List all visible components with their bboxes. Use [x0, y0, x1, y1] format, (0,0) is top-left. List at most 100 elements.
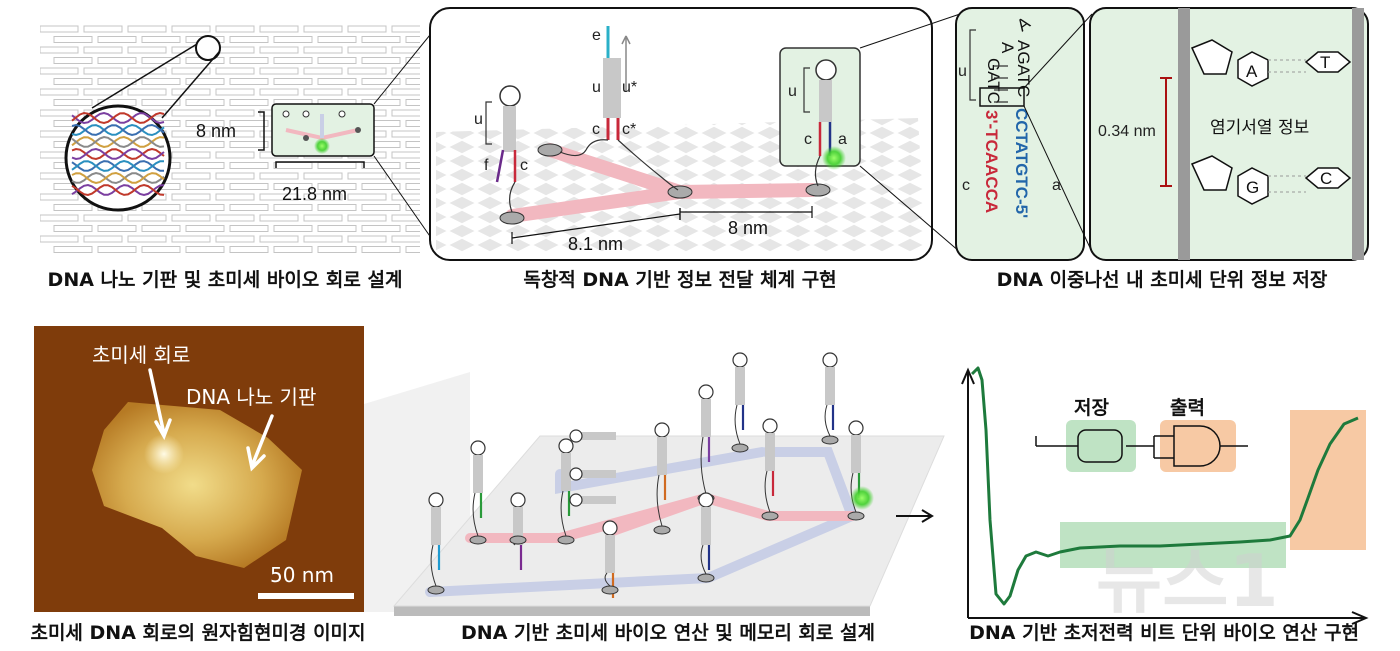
- afm-arrow-circuit: [148, 368, 172, 441]
- origami-strand: [53, 225, 93, 232]
- hairpin-loop: [822, 352, 838, 368]
- hairpin-left: [485, 85, 521, 213]
- helix-strand: [71, 147, 165, 161]
- origami-strand: [127, 88, 167, 96]
- caption-origami: DNA 나노 기판 및 초미세 바이오 회로 설계: [48, 269, 403, 291]
- branch-loop: [569, 429, 583, 443]
- origami-strand: [83, 25, 123, 33]
- origami-strand: [347, 46, 387, 54]
- origami-strand: [141, 57, 181, 64]
- origami-strand: [229, 36, 269, 43]
- inset-node: [302, 110, 310, 118]
- caption-helix: DNA 이중나선 내 초미세 단위 정보 저장: [997, 269, 1328, 291]
- hairpin-stem: [851, 435, 861, 473]
- afm-arrow-substrate: [246, 414, 274, 472]
- base-pair-bottom: [1190, 155, 1352, 205]
- distance-label-b: 8 nm: [728, 218, 768, 238]
- origami-strand: [215, 25, 255, 33]
- origami-strand: [185, 183, 225, 190]
- origami-strand: [185, 204, 225, 211]
- origami-strand: [391, 46, 420, 54]
- origami-strand: [405, 120, 420, 127]
- origami-strand: [171, 151, 211, 159]
- signal-trace: [970, 366, 1359, 606]
- origami-strand: [259, 25, 299, 33]
- panel-circuit: DNA 기반 초미세 바이오 연산 및 메모리 회로 설계: [392, 352, 945, 644]
- hairpin-linker: [764, 470, 771, 513]
- distance-marker-b: [679, 206, 813, 220]
- panel-relay: e u u* c c* u f c u c a 8.1 nm 8 nm 독창적 …: [429, 7, 961, 291]
- origami-strand: [361, 204, 401, 211]
- label-u: u: [958, 63, 967, 80]
- origami-strand: [391, 25, 420, 33]
- origami-strand: [171, 88, 211, 96]
- origami-strand: [83, 46, 123, 54]
- origami-strand: [40, 214, 79, 222]
- width-bracket: [275, 161, 365, 168]
- origami-strand: [141, 204, 181, 211]
- zoom-line-right: [161, 51, 220, 119]
- origami-strand: [259, 235, 299, 243]
- origami-strand: [391, 193, 420, 201]
- origami-strand: [215, 214, 255, 222]
- origami-strand: [97, 78, 137, 85]
- helix-strand: [71, 183, 165, 197]
- origami-strand: [171, 214, 211, 222]
- origami-strand: [317, 162, 357, 169]
- helix-bundle-strands: [71, 111, 165, 197]
- origami-strand: [259, 193, 299, 201]
- origami-strand: [40, 235, 79, 243]
- watermark: 뉴스1: [1096, 539, 1279, 623]
- origami-strand: [347, 235, 387, 243]
- hairpin-stem: [765, 433, 775, 471]
- origami-strand: [97, 57, 137, 64]
- loop-left: A: [998, 42, 1017, 54]
- origami-strand: [303, 193, 343, 201]
- origami-strand: [391, 130, 420, 138]
- inset-to-bases-line: [1023, 105, 1093, 253]
- origami-strand: [273, 57, 313, 64]
- panel-trace: 저장 출력 DNA 기반 초저전력 비트 단위 바이오 연산 구현: [961, 366, 1369, 644]
- origami-strand: [259, 172, 299, 180]
- hairpin-linker: [560, 490, 567, 537]
- origami-strand: [53, 99, 93, 106]
- hairpin-anchor: [653, 525, 671, 535]
- origami-strand: [317, 225, 357, 232]
- inset-to-bases-line: [1023, 13, 1093, 89]
- hairpin-loop: [732, 352, 748, 368]
- origami-strand: [361, 78, 401, 85]
- caption-afm: 초미세 DNA 회로의 원자힘현미경 이미지: [30, 622, 365, 644]
- hairpin-anchor: [821, 435, 839, 445]
- origami-strand: [127, 25, 167, 33]
- helix-strand: [71, 135, 165, 149]
- origami-strand: [83, 67, 123, 75]
- origami-strand: [40, 193, 79, 201]
- caption-relay: 독창적 DNA 기반 정보 전달 체계 구현: [523, 269, 836, 291]
- origami-strand: [215, 130, 255, 138]
- origami-strand: [215, 193, 255, 201]
- origami-strand: [141, 36, 181, 43]
- helix-strand: [71, 183, 165, 197]
- origami-strand: [53, 78, 93, 85]
- origami-strand: [215, 67, 255, 75]
- origami-strand: [185, 162, 225, 169]
- origami-strand: [97, 246, 137, 253]
- hairpin-right: [803, 59, 846, 187]
- origami-strand: [40, 46, 79, 54]
- helix-strand: [71, 160, 164, 173]
- hairpin-anchor: [557, 535, 575, 545]
- origami-strand: [53, 57, 93, 64]
- origami-strand: [229, 57, 269, 64]
- hairpin-stem: [561, 453, 571, 491]
- inset-glow: [314, 138, 330, 154]
- domain-label-u-left: u: [474, 111, 483, 128]
- hairpin-linker: [700, 436, 707, 495]
- origami-strand: [273, 78, 313, 85]
- label-c: c: [962, 177, 970, 194]
- helix-bases-frame: [1089, 7, 1369, 261]
- origami-strand: [347, 25, 387, 33]
- helix-seq-frame: [955, 7, 1085, 261]
- origami-strand: [215, 46, 255, 54]
- hairpin-linker: [850, 472, 857, 513]
